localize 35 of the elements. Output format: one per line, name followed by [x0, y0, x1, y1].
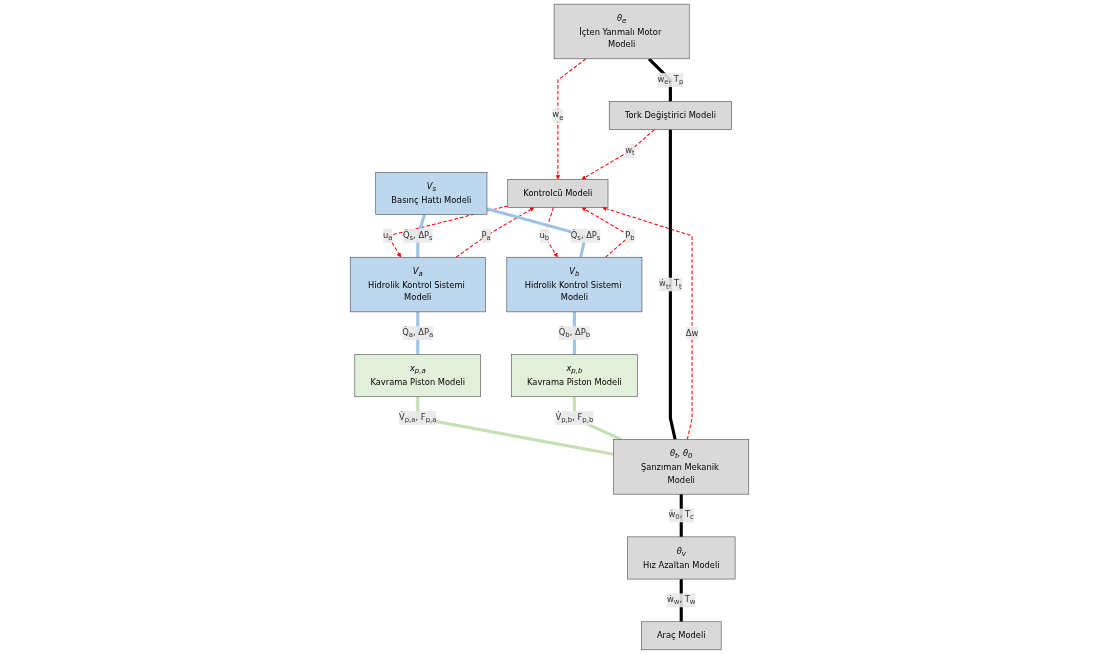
edge-label: Q̇$_{b}$, ΔP$_{b}$ [558, 327, 591, 339]
edge-label: w$_{e}$ [552, 109, 564, 122]
edge-label: w$_{t}$ [625, 144, 635, 157]
node-box: Kontrolcü Modeli [507, 179, 609, 208]
arrow [555, 58, 587, 180]
node-box: x$_{p,a}$ Kavrama Piston Modeli [354, 354, 481, 398]
node-box: V$_{a}$ Hidrolik Kontrol Sistemi Modeli [349, 256, 486, 313]
arrow [455, 207, 535, 258]
edge-label: P$_{a}$ [481, 229, 491, 242]
edge-label: ẇ$_{t}$, T$_{t}$ [659, 278, 682, 291]
edge-label: u$_{b}$ [539, 229, 550, 242]
node-box: θ$_{t}$, θ$_{0}$ Şanzıman Mekanik Modeli [613, 439, 750, 495]
edge-label: ẇ$_{w}$, T$_{w}$ [666, 594, 696, 606]
edge-label: ẇ$_{0}$, T$_{c}$ [668, 509, 694, 522]
edge-label: Q̇$_{a}$, ΔP$_{a}$ [402, 327, 434, 339]
node-box: Tork Değiştirici Modeli [608, 101, 732, 130]
edge-label: Q̇$_{s}$, ΔP$_{s}$ [570, 229, 601, 242]
node-box: x$_{p,b}$ Kavrama Piston Modeli [511, 354, 638, 398]
edge-label: Q̇$_{s}$, ΔP$_{s}$ [402, 229, 433, 242]
connector [486, 207, 588, 258]
node-box: V$_{s}$ Basınç Hattı Modeli [375, 172, 488, 215]
connector [668, 129, 677, 440]
node-box: V$_{b}$ Hidrolik Kontrol Sistemi Modeli [506, 256, 643, 313]
node-box: θ$_{e}$ İçten Yanmalı Motor Modeli [553, 3, 690, 60]
arrow [581, 129, 655, 180]
node-box: Araç Modeli [641, 621, 722, 651]
edge-label: u$_{a}$ [383, 229, 393, 242]
edge-label: Δw [685, 328, 699, 338]
edge-label: V̇$_{p,a}$, F$_{p,a}$ [399, 412, 437, 424]
edge-label: V̇$_{p,b}$, F$_{p,b}$ [555, 412, 594, 424]
edge-label: P$_{b}$ [625, 229, 635, 242]
connector [416, 396, 614, 456]
arrow [602, 206, 693, 440]
node-box: θ$_{v}$ Hız Azaltan Modeli [627, 536, 736, 580]
edge-label: ẇ$_{e}$, T$_{p}$ [657, 74, 684, 86]
